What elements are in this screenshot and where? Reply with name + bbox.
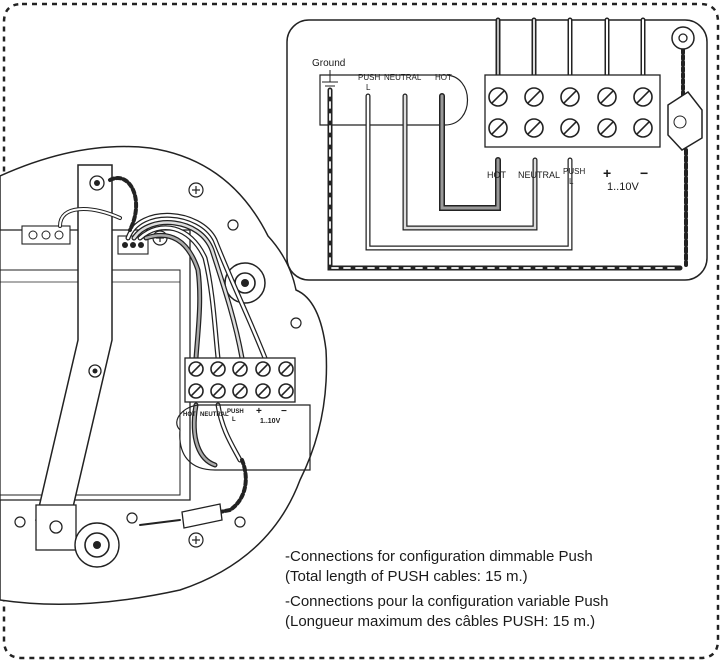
inset-wires (327, 17, 688, 271)
inset-label-ground: Ground (312, 58, 345, 69)
inset-bottom-neutral: NEUTRAL (518, 170, 560, 180)
fixture-label-push: PUSH (227, 409, 244, 415)
fixture-label-push-l: L (232, 417, 236, 423)
inset-bottom-range: 1..10V (607, 181, 639, 193)
inset-label-neutral: NEUTRAL (384, 73, 422, 82)
fixture-label-plus: + (256, 406, 262, 417)
fixture-wire-lug (181, 503, 223, 529)
inset-label-push: PUSH (358, 73, 380, 82)
fixture-label-hot: HOT (183, 412, 196, 418)
ground-lug (667, 26, 703, 151)
note-line-4: (Longueur maximum des câbles PUSH: 15 m.… (285, 613, 596, 630)
fixture-terminal-block (184, 357, 296, 403)
fixture-label-neutral: NEUTRAL (200, 412, 229, 418)
inset-label-hot: HOT (435, 73, 452, 82)
inset-label-push-l: L (366, 83, 371, 92)
inset-bottom-push: PUSH (563, 167, 585, 176)
note-line-1: -Connections for configuration dimmable … (285, 548, 593, 565)
fixture-wires (58, 176, 268, 526)
fixture-label-range: 1..10V (260, 418, 281, 425)
fixture-label-minus: − (281, 406, 287, 417)
inset-terminal-block (484, 74, 661, 148)
note-line-2: (Total length of PUSH cables: 15 m.) (285, 568, 528, 585)
inset-bottom-minus: − (640, 165, 648, 181)
inset-bottom-hot: HOT (487, 170, 507, 180)
inset-bottom-plus: + (603, 165, 611, 181)
note-line-3: -Connections pour la configuration varia… (285, 593, 609, 610)
inset-bottom-push-l: L (569, 177, 574, 186)
